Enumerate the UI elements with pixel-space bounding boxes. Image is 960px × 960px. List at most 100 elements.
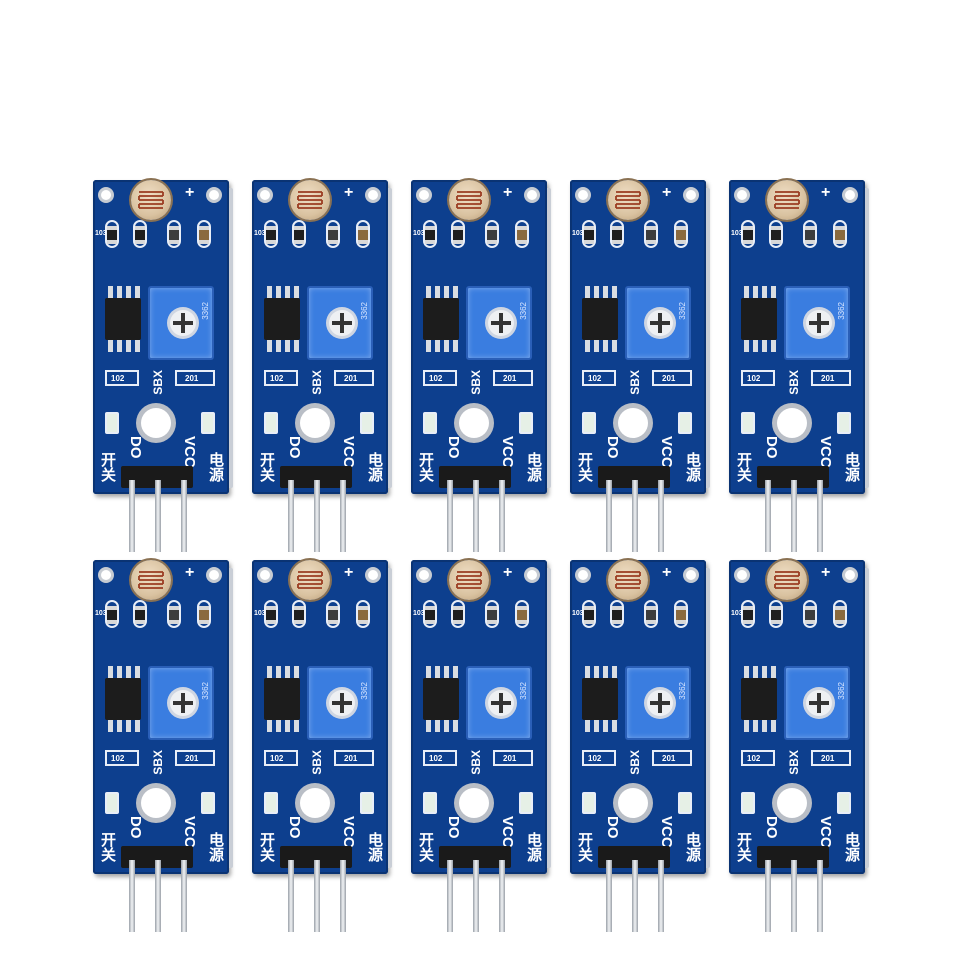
photoresistor: [767, 560, 807, 600]
resistor-code: 102: [429, 754, 443, 763]
comparator-chip: [741, 286, 777, 352]
mounting-hole: [686, 570, 696, 580]
resistor-code: 201: [344, 754, 358, 763]
plus-marking: +: [344, 564, 354, 581]
pot-adjust-screw[interactable]: [806, 310, 832, 336]
smd-capacitor: [358, 226, 368, 244]
pad-outline: [292, 220, 306, 248]
potentiometer[interactable]: 3362: [307, 286, 373, 360]
pin-header: [757, 466, 829, 488]
pin-header: [757, 846, 829, 868]
mounting-hole: [578, 570, 588, 580]
resistor-code: 201: [821, 374, 835, 383]
header-pin[interactable]: [606, 480, 612, 552]
potentiometer[interactable]: 3362: [148, 286, 214, 360]
potentiometer[interactable]: 3362: [784, 286, 850, 360]
header-pin[interactable]: [632, 860, 638, 932]
light-sensor-module-10: + 103 3362: [729, 560, 869, 940]
potentiometer[interactable]: 3362: [466, 666, 532, 740]
header-pin[interactable]: [606, 860, 612, 932]
header-pin[interactable]: [447, 480, 453, 552]
header-pin[interactable]: [817, 480, 823, 552]
pcb-board: + 103 3362: [93, 180, 233, 494]
brand-marking: SBX: [310, 370, 324, 395]
pad-outline: [264, 220, 278, 248]
vcc-label: VCC: [181, 436, 198, 468]
header-pin[interactable]: [155, 480, 161, 552]
header-pin[interactable]: [632, 480, 638, 552]
potentiometer[interactable]: 3362: [466, 286, 532, 360]
pot-adjust-screw[interactable]: [488, 310, 514, 336]
pot-adjust-screw[interactable]: [329, 310, 355, 336]
header-pin[interactable]: [340, 480, 346, 552]
pcb-board: + 103 3362: [729, 180, 869, 494]
header-pin[interactable]: [129, 860, 135, 932]
header-pin[interactable]: [791, 860, 797, 932]
resistor-code: 102: [747, 374, 761, 383]
header-pin[interactable]: [129, 480, 135, 552]
plus-marking: +: [821, 564, 831, 581]
resistor-code: 103: [413, 230, 425, 237]
pot-adjust-screw[interactable]: [329, 690, 355, 716]
header-pin[interactable]: [288, 860, 294, 932]
photoresistor: [449, 560, 489, 600]
brand-marking: SBX: [310, 750, 324, 775]
header-pin[interactable]: [340, 860, 346, 932]
pad-outline: [133, 220, 147, 248]
header-pin[interactable]: [499, 480, 505, 552]
pot-adjust-screw[interactable]: [488, 690, 514, 716]
header-pin[interactable]: [155, 860, 161, 932]
header-pin[interactable]: [181, 860, 187, 932]
potentiometer[interactable]: 3362: [784, 666, 850, 740]
light-sensor-module-1: + 103 3362: [93, 180, 233, 560]
resistor-code: 201: [503, 754, 517, 763]
pad-outline: [803, 220, 817, 248]
header-pin[interactable]: [765, 860, 771, 932]
header-pin[interactable]: [791, 480, 797, 552]
header-pin[interactable]: [765, 480, 771, 552]
header-pin[interactable]: [473, 480, 479, 552]
smd-capacitor: [328, 226, 338, 244]
resistor-code: 102: [429, 374, 443, 383]
pot-adjust-screw[interactable]: [806, 690, 832, 716]
smd-resistor: [107, 226, 117, 244]
header-pin[interactable]: [817, 860, 823, 932]
pot-adjust-screw[interactable]: [170, 690, 196, 716]
photoresistor: [767, 180, 807, 220]
header-pin[interactable]: [288, 480, 294, 552]
smd-capacitor: [676, 606, 686, 624]
pcb-board: + 103 3362: [570, 180, 710, 494]
header-pin[interactable]: [473, 860, 479, 932]
resistor-code: 102: [111, 754, 125, 763]
pot-adjust-screw[interactable]: [170, 310, 196, 336]
do-label: DO: [445, 816, 462, 839]
plus-marking: +: [185, 564, 195, 581]
pot-adjust-screw[interactable]: [647, 310, 673, 336]
smd-resistor: [266, 606, 276, 624]
brand-marking: SBX: [151, 750, 165, 775]
pin-header: [121, 466, 193, 488]
potentiometer[interactable]: 3362: [148, 666, 214, 740]
potentiometer[interactable]: 3362: [307, 666, 373, 740]
resistor-code: 102: [270, 374, 284, 383]
header-pin[interactable]: [658, 860, 664, 932]
pad-outline: [423, 600, 437, 628]
header-pin[interactable]: [181, 480, 187, 552]
header-pin[interactable]: [658, 480, 664, 552]
resistor-code: 201: [662, 754, 676, 763]
photoresistor: [608, 180, 648, 220]
pcb-board: + 103 3362: [93, 560, 233, 874]
resistor-code: 102: [588, 754, 602, 763]
vcc-label: VCC: [658, 816, 675, 848]
potentiometer[interactable]: 3362: [625, 666, 691, 740]
header-pin[interactable]: [499, 860, 505, 932]
header-pin[interactable]: [447, 860, 453, 932]
comparator-chip: [423, 286, 459, 352]
header-pin[interactable]: [314, 860, 320, 932]
header-pin[interactable]: [314, 480, 320, 552]
pot-adjust-screw[interactable]: [647, 690, 673, 716]
pad-outline: [485, 600, 499, 628]
light-sensor-module-9: + 103 3362: [570, 560, 710, 940]
potentiometer[interactable]: 3362: [625, 286, 691, 360]
